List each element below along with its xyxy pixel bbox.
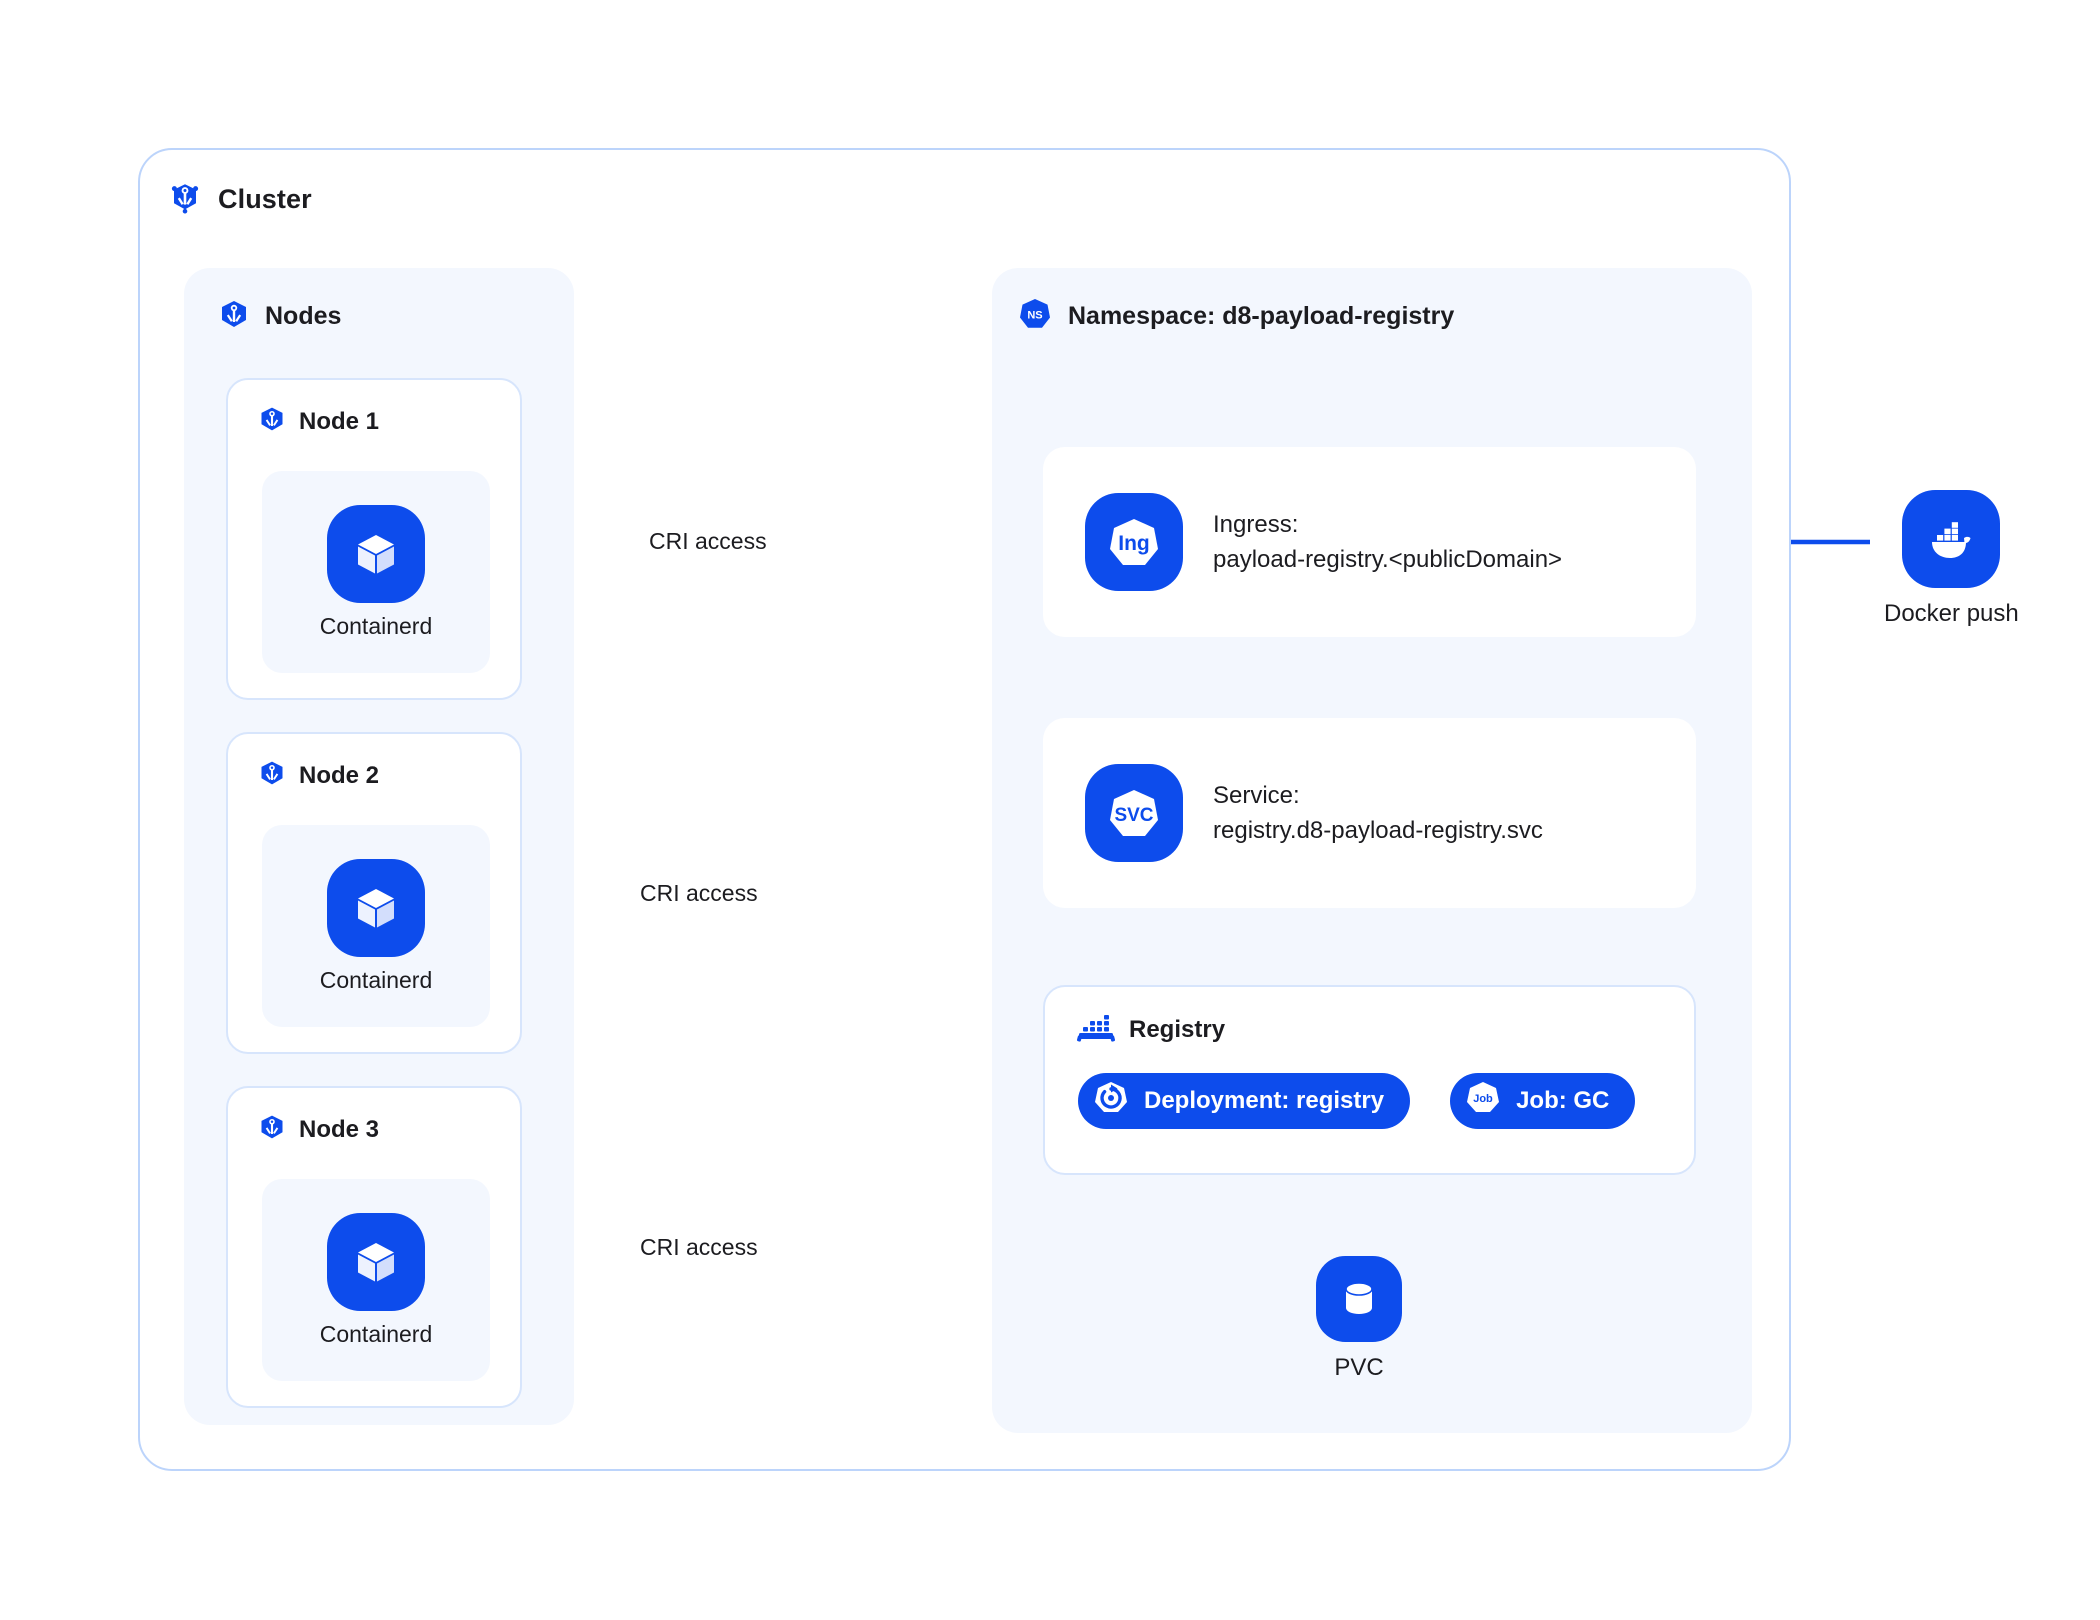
service-line-1: Service: — [1213, 781, 1300, 809]
edge-label-cri-access: CRI access — [637, 528, 779, 555]
service-line-2: registry.d8-payload-registry.svc — [1213, 816, 1543, 844]
pvc-database-icon — [1316, 1256, 1402, 1342]
edge-label-cri-access: CRI access — [640, 880, 758, 906]
service-text: Service: registry.d8-payload-registry.sv… — [1213, 780, 1543, 846]
cluster-header: Cluster — [168, 180, 312, 219]
deployment-badge-label: Deployment: registry — [1144, 1087, 1385, 1114]
service-card[interactable]: SVC Service: registry.d8-payload-registr… — [1043, 718, 1696, 908]
node-cube-icon — [258, 759, 286, 792]
svg-text:Ing: Ing — [1118, 532, 1150, 555]
containerd-icon — [327, 858, 425, 957]
node-cube-icon — [218, 298, 250, 335]
containerd-tile[interactable]: Containerd — [262, 471, 490, 673]
cluster-title: Cluster — [218, 184, 312, 214]
registry-header: Registry — [1077, 1011, 1225, 1048]
containerd-tile[interactable]: Containerd — [262, 1179, 490, 1381]
docker-whale-icon — [1902, 490, 2001, 588]
node-cube-icon — [258, 1113, 286, 1146]
nodes-panel-header: Nodes — [218, 298, 341, 335]
node-cube-icon — [258, 405, 286, 438]
registry-card[interactable]: Registry Deployment: registry Job Jo — [1043, 985, 1696, 1175]
node-card-title: Node 3 — [299, 1115, 380, 1143]
node-card[interactable]: Node 1 Containerd — [226, 378, 522, 700]
docker-push-node[interactable]: Docker push — [1884, 490, 2019, 628]
ingress-ing-icon: Ing — [1085, 493, 1183, 591]
containerd-icon — [327, 504, 425, 603]
namespace-panel-title: Namespace: d8-payload-registry — [1068, 302, 1455, 330]
svg-text:SVC: SVC — [1114, 805, 1153, 826]
namespace-panel-header: NS Namespace: d8-payload-registry — [1018, 297, 1454, 336]
registry-harbor-icon — [1077, 1011, 1115, 1048]
job-badge-label: Job: GC — [1516, 1087, 1610, 1114]
svg-text:Job: Job — [1473, 1093, 1493, 1105]
ingress-text: Ingress: payload-registry.<publicDomain> — [1213, 509, 1562, 575]
deployment-badge[interactable]: Deployment: registry — [1078, 1073, 1411, 1129]
ingress-line-1: Ingress: — [1213, 510, 1299, 538]
registry-title: Registry — [1129, 1015, 1226, 1043]
node-card-header: Node 2 — [258, 759, 379, 792]
node-card[interactable]: Node 2 Containerd — [226, 732, 522, 1054]
node-card-header: Node 3 — [258, 1113, 379, 1146]
deployment-icon — [1092, 1079, 1130, 1124]
node-card[interactable]: Node 3 Containerd — [226, 1086, 522, 1408]
nodes-panel-title: Nodes — [265, 302, 342, 330]
ingress-line-2: payload-registry.<publicDomain> — [1213, 545, 1563, 573]
node-card-title: Node 1 — [299, 407, 380, 435]
pvc-node[interactable]: PVC — [1316, 1256, 1402, 1382]
containerd-label: Containerd — [319, 966, 433, 993]
node-card-header: Node 1 — [258, 405, 379, 438]
containerd-label: Containerd — [319, 1320, 433, 1347]
namespace-ns-icon: NS — [1018, 297, 1052, 336]
service-svc-icon: SVC — [1085, 764, 1183, 862]
node-card-title: Node 2 — [299, 761, 380, 789]
registry-badge-row: Deployment: registry Job Job: GC — [1078, 1073, 1636, 1129]
svg-text:NS: NS — [1027, 310, 1042, 322]
edge-label-cri-access: CRI access — [640, 1234, 758, 1260]
job-icon: Job — [1464, 1079, 1502, 1124]
job-badge[interactable]: Job Job: GC — [1450, 1073, 1636, 1129]
containerd-tile[interactable]: Containerd — [262, 825, 490, 1027]
containerd-label: Containerd — [319, 612, 433, 639]
pvc-label: PVC — [1334, 1354, 1384, 1381]
docker-push-label: Docker push — [1884, 600, 2019, 627]
kubernetes-cluster-icon — [168, 180, 202, 219]
containerd-icon — [327, 1212, 425, 1311]
ingress-card[interactable]: Ing Ingress: payload-registry.<publicDom… — [1043, 447, 1696, 637]
